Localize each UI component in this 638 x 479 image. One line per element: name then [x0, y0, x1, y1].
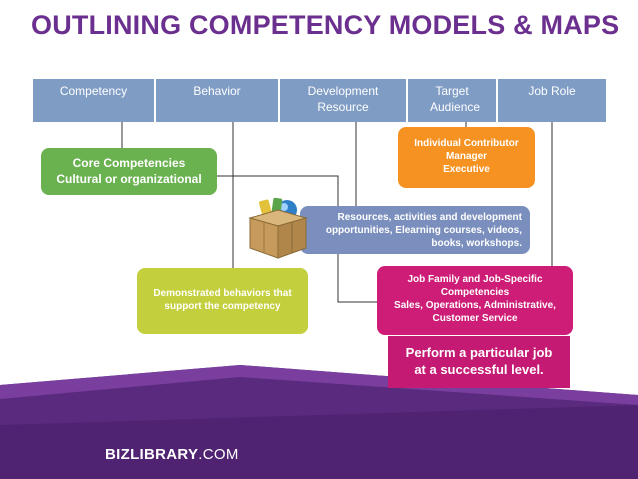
job-family-line: Customer Service: [432, 313, 518, 324]
behaviors-box: Demonstrated behaviors that support the …: [137, 268, 308, 334]
job-family-line: Sales, Operations, Administrative,: [394, 300, 556, 311]
perform-line: Perform a particular job: [405, 345, 553, 360]
treasure-chest-icon: [248, 197, 308, 259]
brand-light: .COM: [198, 446, 239, 463]
job-family-line: Competencies: [440, 287, 510, 298]
core-line: Cultural or organizational: [56, 172, 202, 186]
page-title: OUTLINING COMPETENCY MODELS & MAPS: [31, 10, 620, 40]
target-audience-box: Individual Contributor Manager Executive: [398, 127, 535, 188]
target-audience-line: Individual Contributor: [414, 138, 519, 149]
behaviors-line: Demonstrated behaviors that: [153, 288, 292, 299]
job-family-box: Job Family and Job-Specific Competencies…: [377, 266, 573, 335]
perform-job-box: Perform a particular job at a successful…: [388, 336, 570, 388]
resources-line: books, workshops.: [431, 238, 522, 249]
perform-line: at a successful level.: [414, 362, 544, 377]
header-competency: Competency: [33, 79, 156, 122]
target-audience-line: Executive: [443, 164, 490, 175]
resources-box: Resources, activities and development op…: [300, 206, 530, 254]
target-audience-line: Manager: [445, 151, 488, 162]
header-bar: Competency Behavior Development Resource…: [33, 79, 606, 122]
resources-line: opportunities, Elearning courses, videos…: [325, 225, 522, 236]
brand-logo: BIZLIBRARY.COM: [105, 446, 239, 463]
job-family-line: Job Family and Job-Specific: [407, 274, 543, 285]
brand-bold: BIZLIBRARY: [105, 446, 199, 463]
header-behavior: Behavior: [156, 79, 280, 122]
core-competencies-box: Core Competencies Cultural or organizati…: [41, 148, 217, 195]
header-job-role: Job Role: [528, 84, 576, 98]
resources-line: Resources, activities and development: [337, 212, 522, 223]
header-development-resource: Development Resource: [280, 79, 408, 122]
footer-band: [0, 365, 638, 479]
header-target-audience: Target Audience: [408, 79, 498, 122]
core-line: Core Competencies: [72, 156, 186, 170]
behaviors-line: support the competency: [164, 301, 281, 312]
